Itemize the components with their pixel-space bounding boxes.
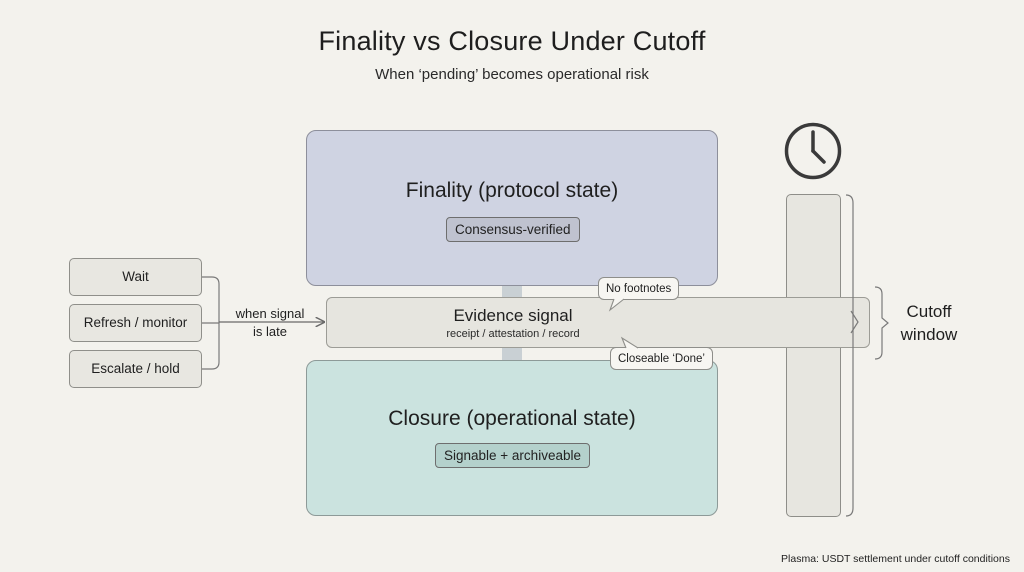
evidence-arrow-tip (850, 310, 859, 334)
timeline-bracket (845, 194, 854, 517)
footer-caption: Plasma: USDT settlement under cutoff con… (781, 553, 1010, 565)
closure-badge: Signable + archiveable (435, 443, 590, 468)
action-wait: Wait (69, 258, 202, 296)
action-escalate-hold: Escalate / hold (69, 350, 202, 388)
callout-top-tail (608, 298, 625, 312)
connector-bottom (502, 348, 522, 360)
callout-closeable-done: Closeable ‘Done’ (610, 347, 713, 370)
closure-box: Closure (operational state) Signable + a… (306, 360, 718, 516)
late-signal-line2: is late (253, 324, 287, 339)
late-signal-line1: when signal (235, 306, 305, 321)
finality-title: Finality (protocol state) (405, 179, 619, 202)
evidence-subtitle: receipt / attestation / record (446, 328, 580, 340)
diagram-subtitle: When ‘pending’ becomes operational risk (375, 66, 649, 83)
connector-top (502, 286, 522, 298)
evidence-title: Evidence signal (453, 306, 573, 325)
finality-box: Finality (protocol state) Consensus-veri… (306, 130, 718, 286)
closure-title: Closure (operational state) (388, 407, 636, 430)
diagram-title: Finality vs Closure Under Cutoff (318, 26, 706, 56)
action-refresh-monitor: Refresh / monitor (69, 304, 202, 342)
late-signal-label: when signal is late (228, 305, 312, 341)
callout-bottom-tail (620, 336, 639, 349)
cutoff-bracket (874, 286, 889, 360)
cutoff-window-label: Cutoff window (890, 300, 968, 346)
callout-no-footnotes: No footnotes (598, 277, 680, 300)
finality-badge: Consensus-verified (446, 217, 580, 242)
clock-icon (784, 122, 842, 180)
cutoff-line2: window (900, 325, 958, 344)
evidence-signal-bar: Evidence signal receipt / attestation / … (326, 297, 870, 348)
cutoff-timeline-bar (786, 194, 841, 517)
cutoff-line1: Cutoff (906, 302, 952, 321)
